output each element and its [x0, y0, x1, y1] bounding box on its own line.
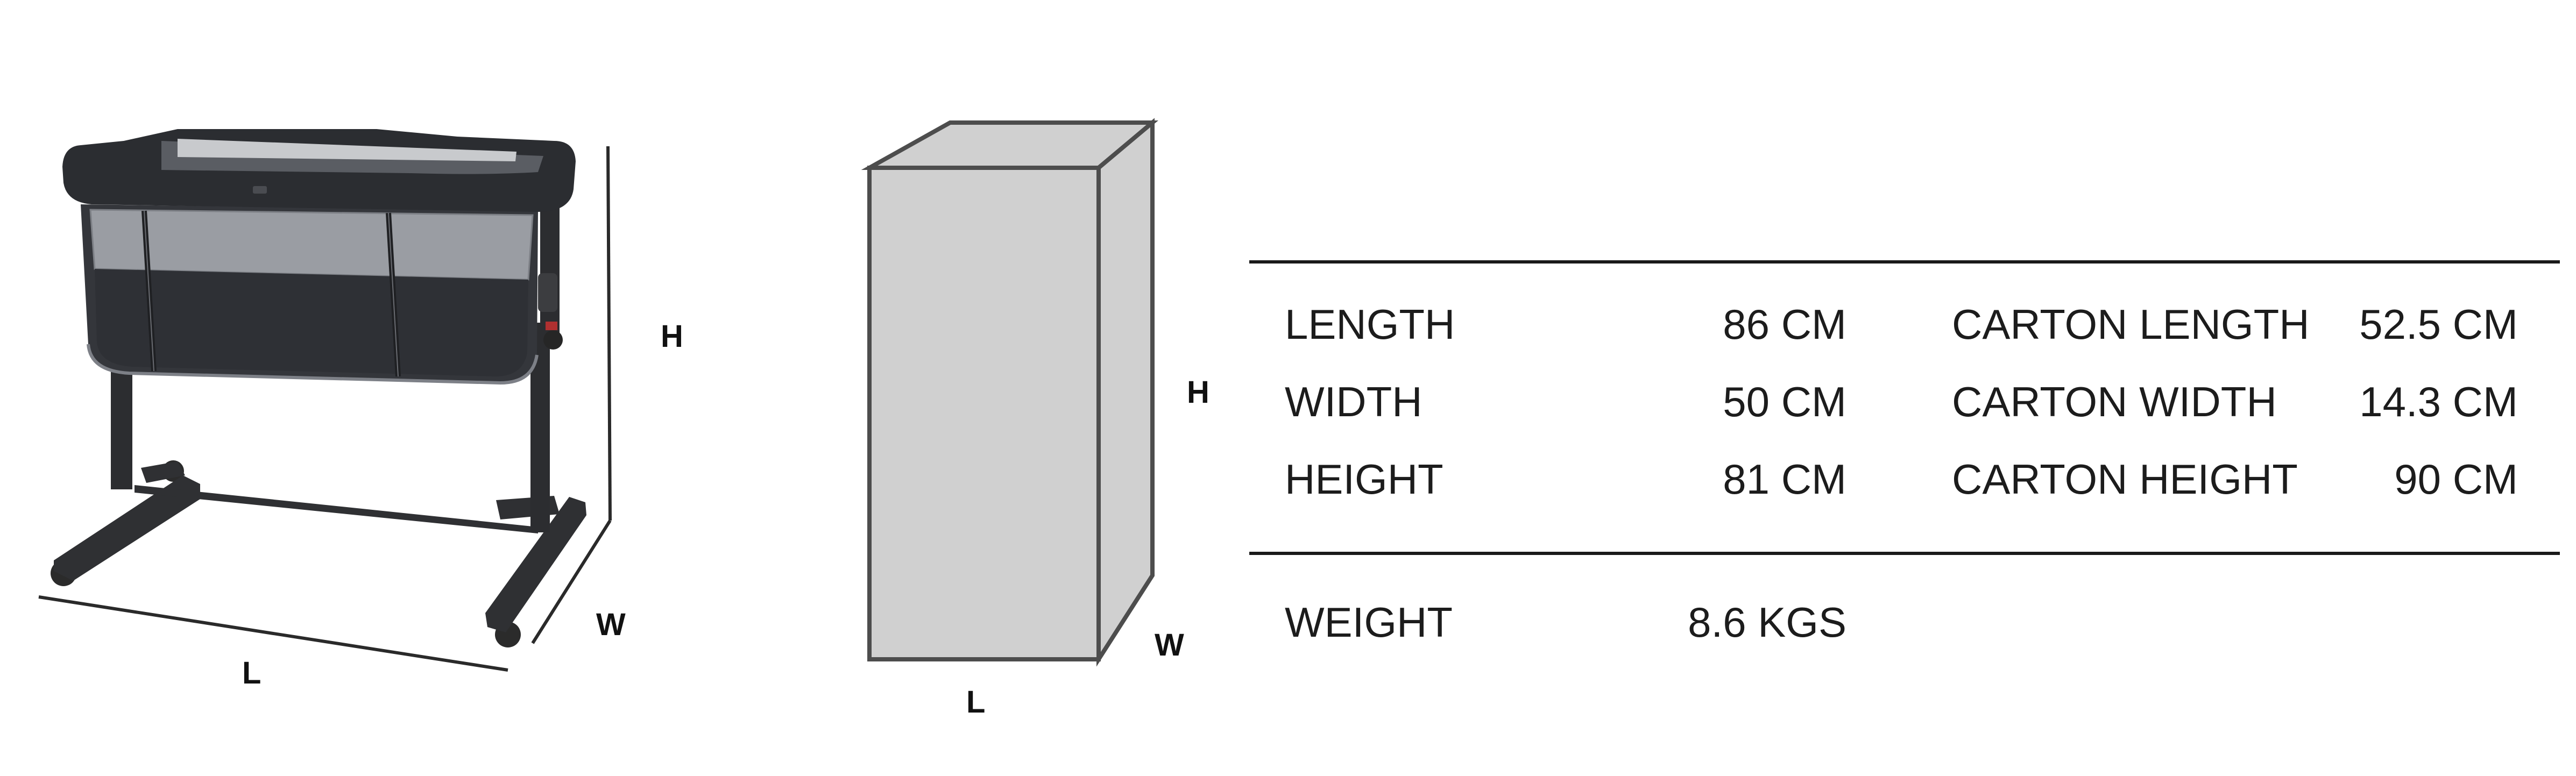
- spec-carton-width-label: CARTON WIDTH: [1952, 378, 2277, 425]
- spec-carton-length-label: CARTON LENGTH: [1952, 301, 2310, 348]
- spec-carton-height-label: CARTON HEIGHT: [1952, 455, 2298, 503]
- spec-height-label: HEIGHT: [1285, 455, 1443, 503]
- carton-side-face: [1096, 118, 1155, 667]
- spec-weight-label: WEIGHT: [1285, 599, 1453, 646]
- bassinet-body: [81, 204, 539, 385]
- spec-middle-rule: [1249, 552, 2560, 555]
- bassinet-adjust-knob: [538, 273, 563, 350]
- bassinet-legs: [111, 204, 560, 532]
- bassinet-length-label: L: [242, 656, 261, 690]
- spec-carton-width-value: 14.3 CM: [2359, 378, 2518, 425]
- spec-width-label: WIDTH: [1285, 378, 1423, 425]
- spec-carton-height-value: 90 CM: [2394, 455, 2518, 503]
- carton-front-face: [867, 166, 1101, 661]
- bassinet-rim: [62, 129, 576, 212]
- carton-length-label: L: [966, 685, 986, 720]
- spec-width-value: 50 CM: [1723, 378, 1846, 425]
- spec-weight-value: 8.6 KGS: [1688, 599, 1846, 646]
- spec-carton-length-value: 52.5 CM: [2359, 301, 2518, 348]
- spec-length-value: 86 CM: [1723, 301, 1846, 348]
- spec-height-value: 81 CM: [1723, 455, 1846, 503]
- bassinet-dimension-lines: [38, 146, 612, 672]
- carton-height-label: H: [1187, 375, 1209, 410]
- carton-width-label: W: [1155, 628, 1184, 663]
- bassinet-height-label: H: [661, 319, 683, 354]
- bassinet-width-label: W: [596, 607, 626, 642]
- spec-top-rule: [1249, 260, 2560, 264]
- spec-length-label: LENGTH: [1285, 301, 1455, 348]
